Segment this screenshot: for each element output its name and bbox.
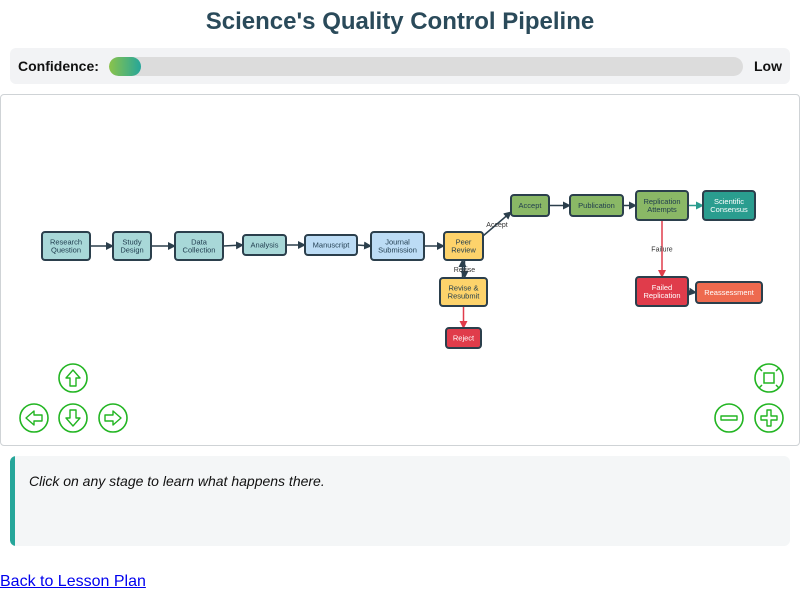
pan-left-icon [25,410,43,426]
pan-right-icon [104,410,122,426]
node-label-publication: Publication [578,201,615,210]
node-label-replication-attempts: Replication [643,197,680,206]
pan-left-button-ring [19,403,49,433]
pan-up-button[interactable] [58,363,88,393]
node-label-analysis: Analysis [251,241,279,250]
pan-up-button-ring [58,363,88,393]
zoom-out-button-ring [714,403,744,433]
node-publication[interactable]: Publication [569,194,624,217]
node-box-research-question [41,231,91,261]
node-label-revise-resubmit: Resubmit [448,292,481,301]
node-label-reject: Reject [453,334,475,343]
node-label-accept: Accept [519,201,543,210]
node-box-failed-replication [635,276,689,307]
pan-right-button-ring [98,403,128,433]
node-box-analysis [242,234,287,256]
node-box-publication [569,194,624,217]
node-label-research-question: Question [51,246,81,255]
edge-manuscript-to-journal-submission [356,241,372,250]
node-analysis[interactable]: Analysis [242,234,287,256]
pan-down-button-ring [58,403,88,433]
node-label-journal-submission: Submission [378,246,417,255]
diagram-controls [19,363,784,433]
back-to-lesson-plan-link[interactable]: Back to Lesson Plan [0,573,146,590]
node-label-manuscript: Manuscript [313,241,351,250]
edge-label-peer-review-to-accept: Accept [486,222,507,229]
node-box-peer-review [443,231,484,261]
node-box-reject [445,327,482,349]
node-box-replication-attempts [635,190,689,221]
node-box-manuscript [304,234,358,256]
node-label-replication-attempts: Attempts [647,205,677,214]
node-label-data-collection: Collection [183,246,216,255]
node-label-scientific-consensus: Consensus [710,205,748,214]
node-label-peer-review: Review [451,246,476,255]
node-label-reassessment: Reassessment [704,288,755,297]
node-accept[interactable]: Accept [510,194,550,217]
pan-down-button[interactable] [58,403,88,433]
node-box-scientific-consensus [702,190,756,221]
confidence-fill [109,57,141,76]
edge-label-replication-attempts-to-failed-replication: Failure [651,247,673,254]
edge-failed-replication-to-reassessment [687,287,697,296]
pan-down-icon [65,409,81,427]
confidence-value: Low [754,58,782,74]
node-box-revise-resubmit [439,277,488,307]
node-label-study-design: Study [122,238,141,247]
zoom-out-button[interactable] [714,403,744,433]
pan-up-icon [65,369,81,387]
zoom-out-icon [720,415,738,421]
node-label-study-design: Design [120,246,143,255]
node-label-failed-replication: Failed [652,283,672,292]
node-label-peer-review: Peer [456,238,472,247]
node-label-research-question: Research [50,238,82,247]
info-accent-bar [10,456,15,546]
pan-left-button[interactable] [19,403,49,433]
node-box-accept [510,194,550,217]
fit-view-icon [758,367,780,389]
node-box-data-collection [174,231,224,261]
node-label-journal-submission: Journal [385,238,410,247]
fit-view-button[interactable] [754,363,784,393]
edge-data-collection-to-analysis [222,241,244,250]
confidence-track [109,57,743,76]
node-box-reassessment [695,281,763,304]
node-reassessment[interactable]: Reassessment [695,281,763,304]
confidence-meter: Confidence: Low [10,48,790,84]
pan-right-button[interactable] [98,403,128,433]
node-label-failed-replication: Replication [643,291,680,300]
node-reject[interactable]: Reject [445,327,482,349]
confidence-label: Confidence: [18,58,99,74]
zoom-in-icon [760,409,778,427]
node-label-data-collection: Data [191,238,208,247]
node-label-scientific-consensus: Scientific [714,197,744,206]
zoom-in-button[interactable] [754,403,784,433]
edge-label-peer-review-to-revise-resubmit: Revise [454,267,476,274]
node-box-study-design [112,231,152,261]
node-label-revise-resubmit: Revise & [448,284,478,293]
node-revise-resubmit[interactable]: Revise &Resubmit [439,277,488,307]
node-manuscript[interactable]: Manuscript [304,234,358,256]
node-box-journal-submission [370,231,425,261]
page-title: Science's Quality Control Pipeline [205,8,595,35]
zoom-in-button-ring [754,403,784,433]
edge-peer-review-to-accept [482,211,512,237]
info-panel: Click on any stage to learn what happens… [10,456,790,546]
info-text: Click on any stage to learn what happens… [29,473,325,489]
